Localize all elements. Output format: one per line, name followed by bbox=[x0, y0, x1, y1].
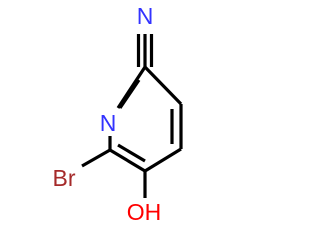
bond-c6-c5-double bbox=[117, 143, 146, 163]
atom-labels: N N Br OH bbox=[53, 3, 162, 225]
bonds bbox=[81, 34, 183, 198]
hydroxyl-label: OH bbox=[127, 199, 162, 225]
molecule-diagram: N N Br OH bbox=[53, 3, 183, 225]
bromine-label: Br bbox=[53, 165, 76, 191]
bond-c6-br bbox=[81, 148, 111, 168]
nitrile-n-label: N bbox=[137, 3, 154, 29]
structure-canvas: N N Br OH bbox=[52, 3, 183, 225]
bond-c2-n1 bbox=[116, 66, 147, 109]
bond-c2-n1-double bbox=[118, 79, 141, 109]
bond-c2-c3 bbox=[143, 65, 183, 106]
bond-c6-c5 bbox=[109, 148, 146, 173]
bond-c5-c4 bbox=[144, 147, 182, 173]
ring-n-label: N bbox=[100, 110, 117, 136]
